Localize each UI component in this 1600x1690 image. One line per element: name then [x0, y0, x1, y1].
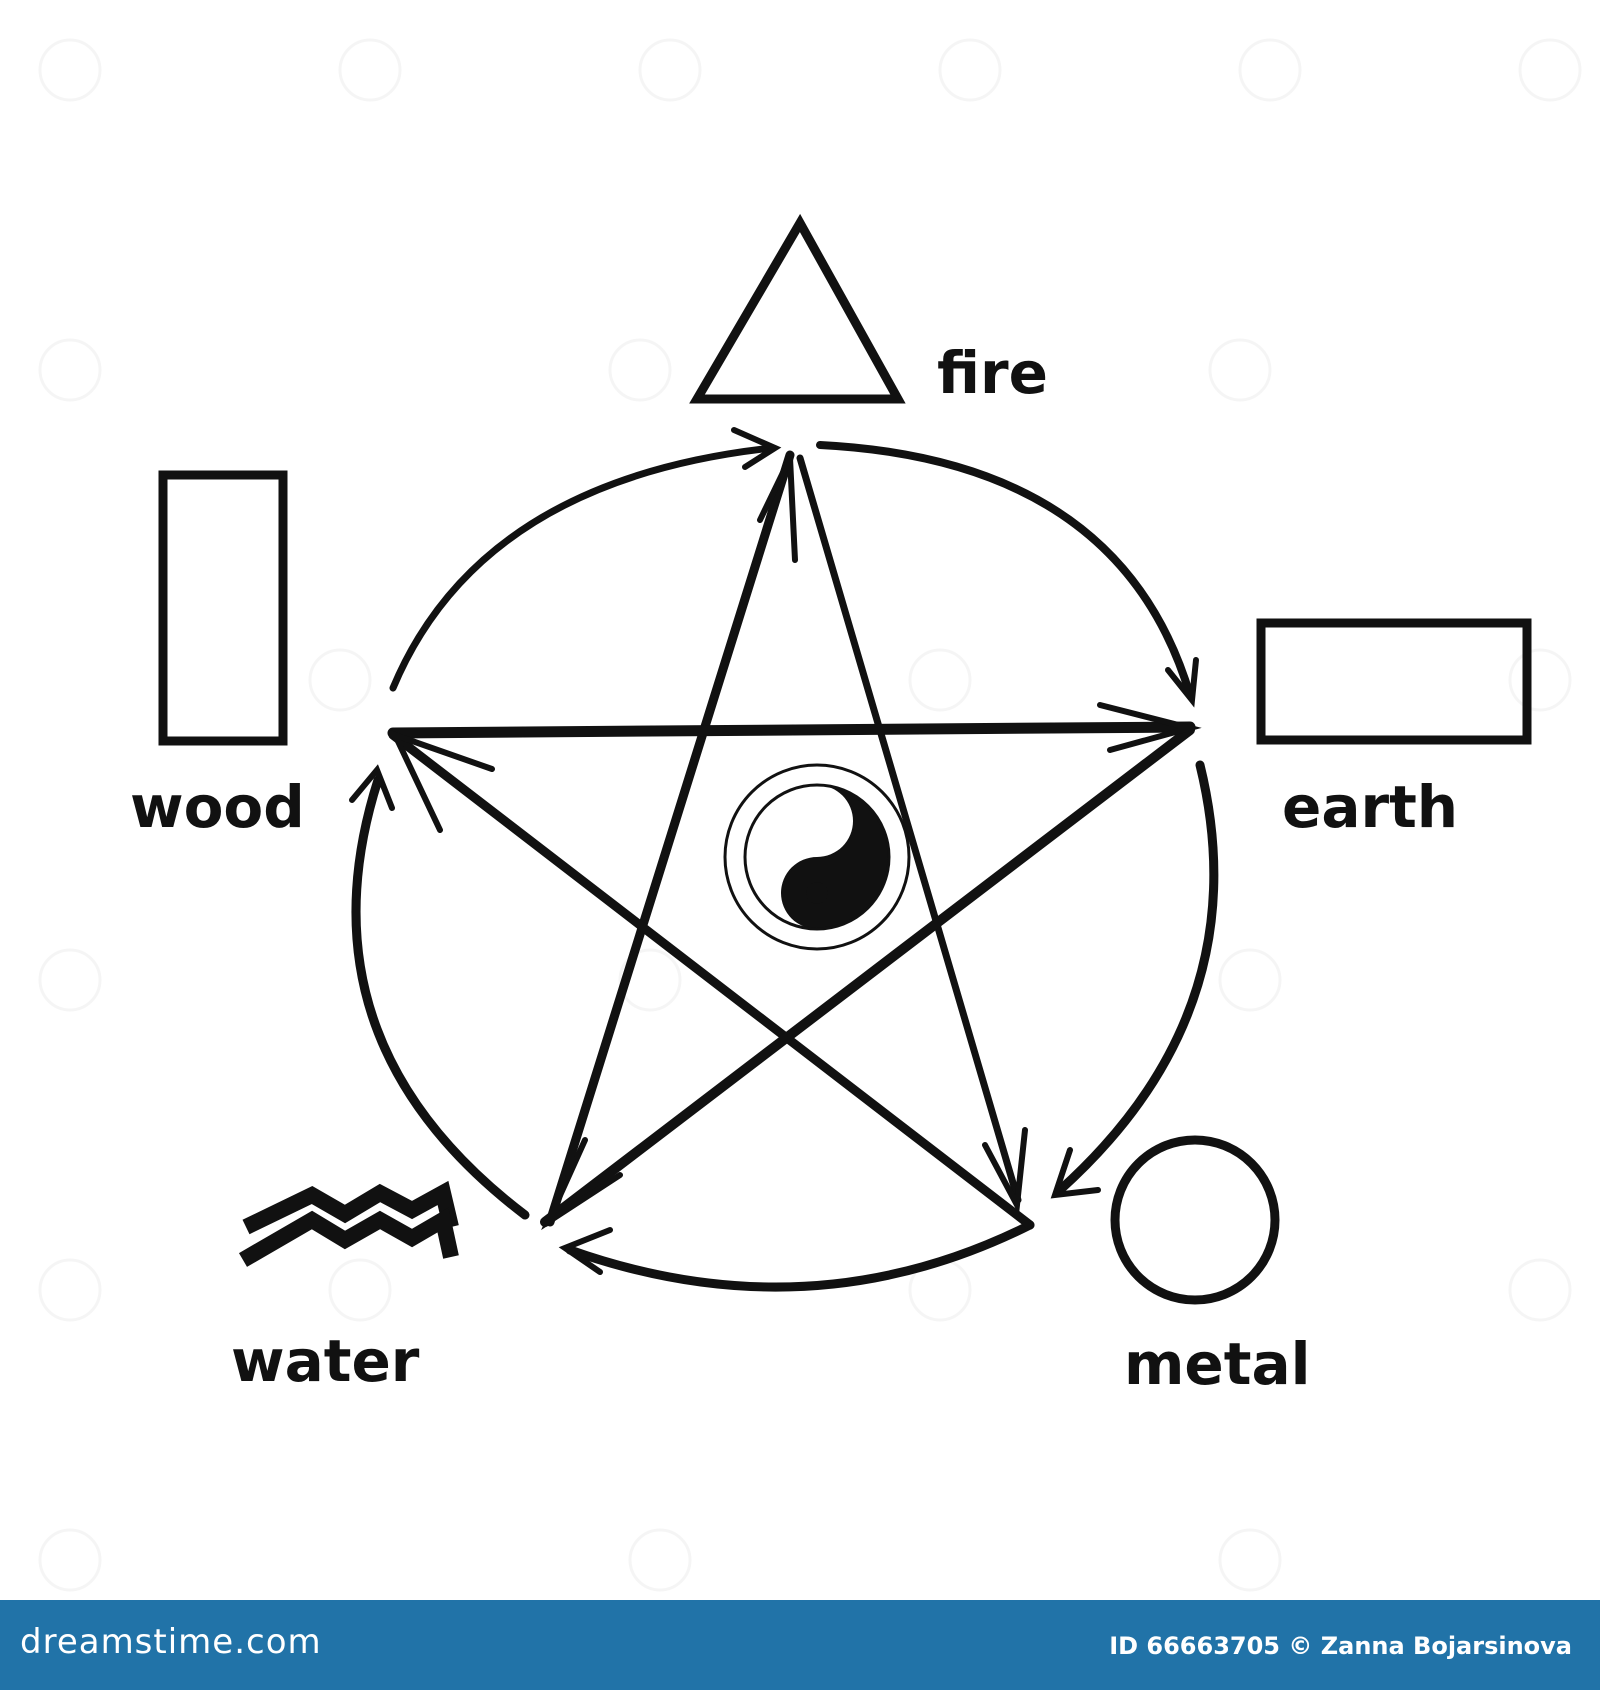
star-metal-wood: [388, 730, 1035, 1230]
label-earth: earth: [1282, 773, 1459, 841]
earth-rectangle-icon: [1256, 618, 1532, 745]
arc-metal-water: [565, 1220, 1035, 1292]
star-earth-water: [540, 725, 1195, 1227]
arc-arrowheads: [349, 427, 1199, 1275]
star-wood-earth: [387, 721, 1196, 739]
arc-fire-earth: [816, 441, 1194, 699]
star-fire-metal: [796, 454, 1022, 1204]
fire-triangle-icon: [689, 213, 906, 404]
arc-wood-fire: [389, 444, 776, 692]
arrowhead-earth: [1097, 702, 1202, 753]
watermark: [38, 38, 1582, 1592]
star-arrowheads: [389, 456, 1202, 1231]
generating-cycle: [351, 441, 1219, 1292]
arrowhead-water: [541, 1137, 623, 1231]
metal-circle-icon: [1110, 1135, 1280, 1305]
arrow-wood: [349, 764, 395, 811]
arrowhead-fire: [757, 456, 798, 563]
star-water-fire: [545, 450, 795, 1227]
footer-bar: dreamstime.com ID 66663705 © Zanna Bojar…: [0, 1600, 1600, 1690]
arc-earth-metal: [1055, 760, 1219, 1195]
footer-site: dreamstime.com: [20, 1622, 322, 1662]
water-wave-icon: [238, 1180, 459, 1267]
arrow-fire: [731, 427, 782, 470]
label-metal: metal: [1124, 1330, 1311, 1398]
label-water: water: [231, 1327, 420, 1395]
wood-rectangle-icon: [158, 470, 288, 746]
label-fire: fire: [937, 339, 1048, 407]
arrow-water: [558, 1227, 613, 1275]
yin-yang-icon: [723, 763, 911, 951]
five-elements-diagram: [38, 38, 1582, 1592]
arrowhead-wood: [389, 729, 495, 833]
arc-water-wood: [351, 775, 530, 1220]
label-wood: wood: [130, 773, 305, 841]
arrow-earth: [1165, 657, 1199, 708]
arrowhead-metal: [982, 1127, 1028, 1216]
controlling-star: [387, 450, 1196, 1230]
footer-credit: ID 66663705 © Zanna Bojarsinova: [1109, 1632, 1572, 1660]
arrow-metal: [1050, 1147, 1101, 1199]
